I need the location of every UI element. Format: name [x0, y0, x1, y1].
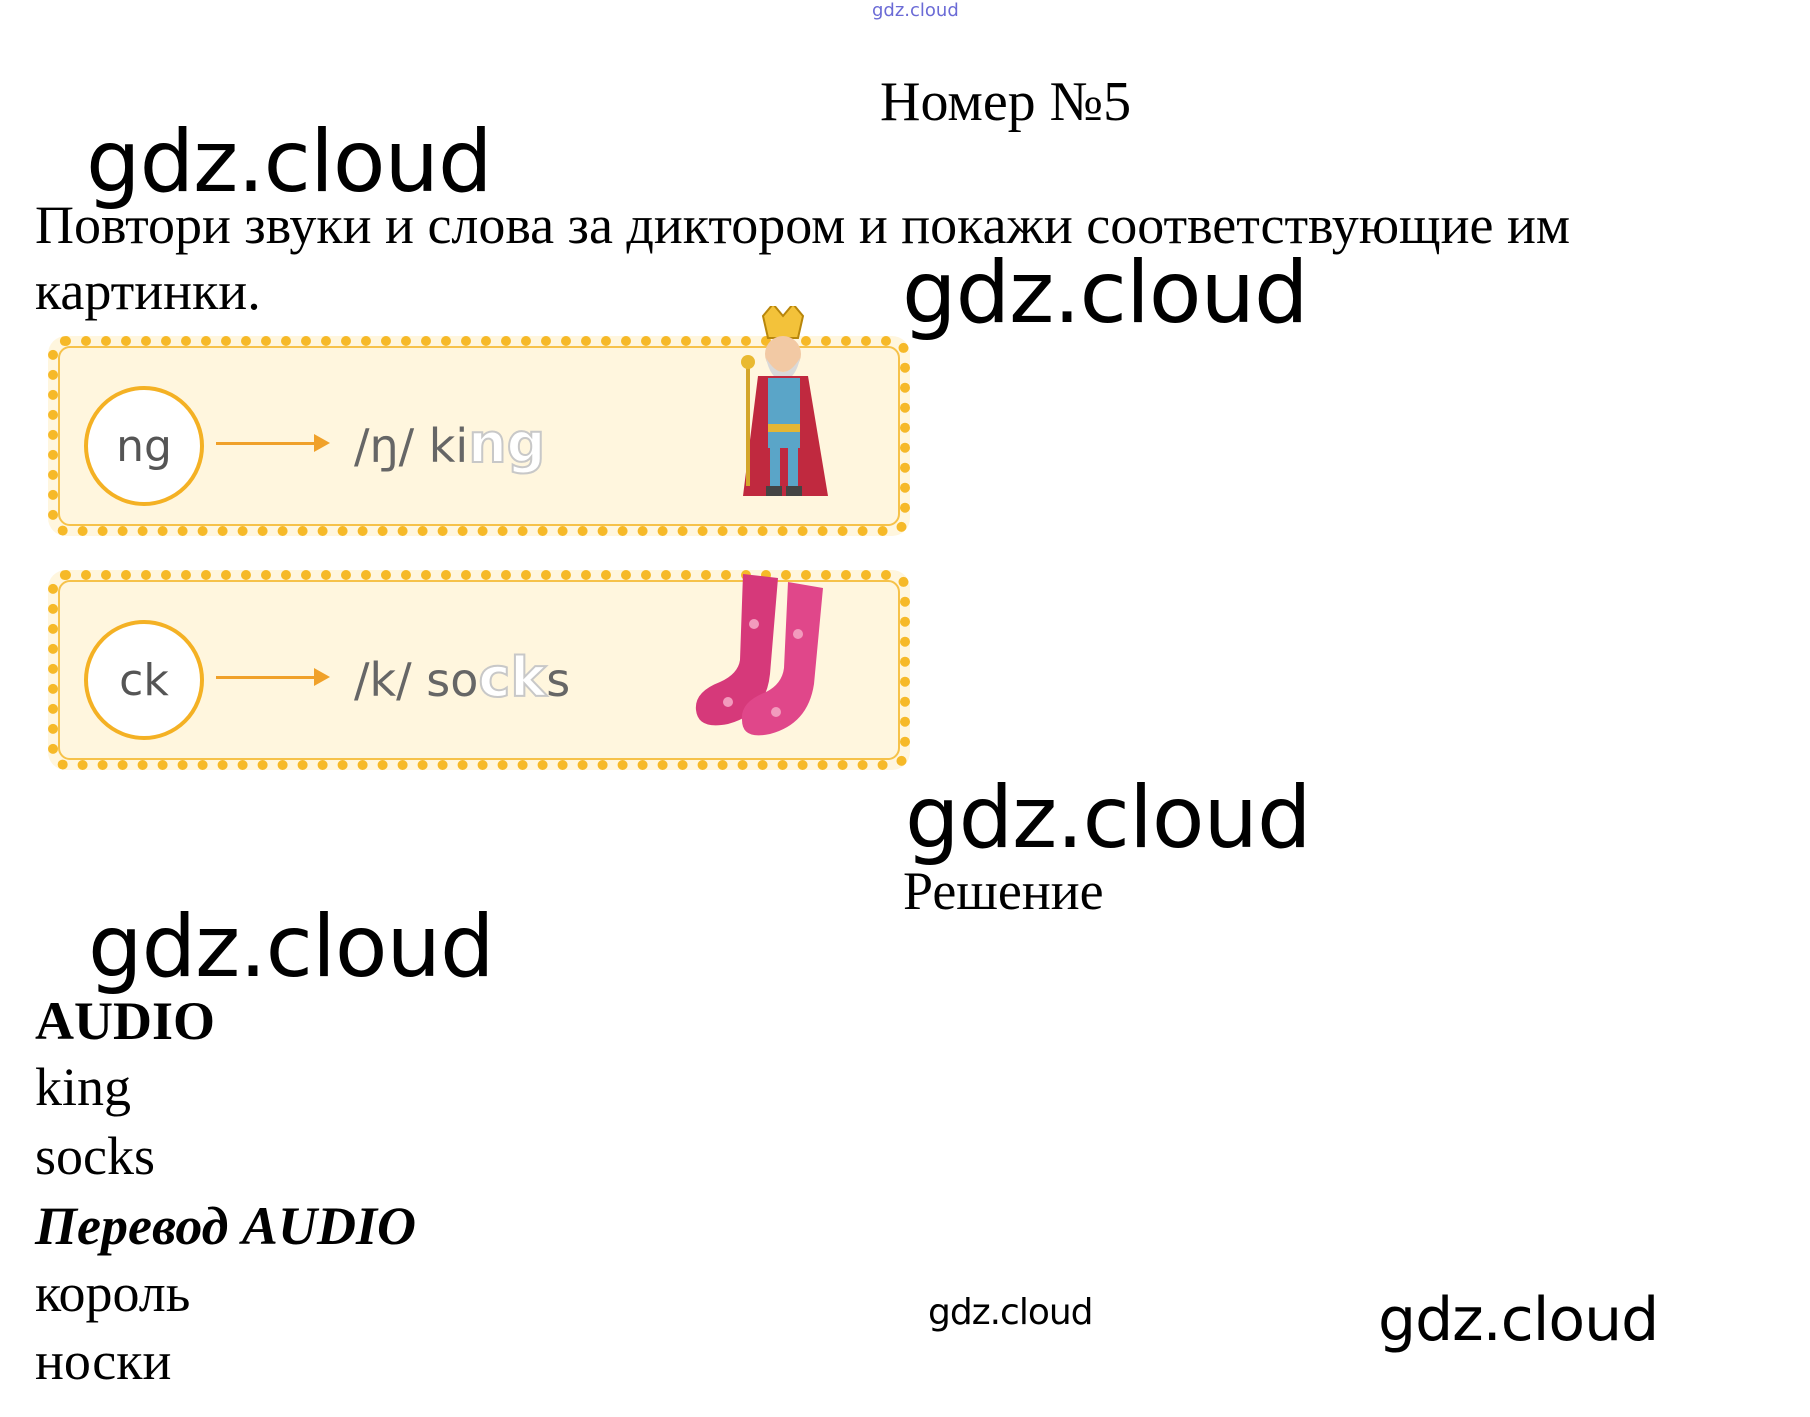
audio-word: socks	[35, 1126, 155, 1186]
arrow-icon	[216, 434, 330, 452]
sound-circle: ng	[84, 386, 204, 506]
sound-circle: ck	[84, 620, 204, 740]
phonics-card-ng: ng /ŋ/ king	[48, 306, 910, 536]
translation-word: носки	[35, 1331, 172, 1391]
word-start: ki	[428, 419, 469, 473]
watermark: gdz.cloud	[1378, 1285, 1659, 1355]
phonics-word: /ŋ/ king	[354, 411, 546, 476]
card-border	[58, 580, 900, 760]
word-end: s	[546, 653, 571, 707]
watermark: gdz.cloud	[905, 768, 1312, 868]
word-start: so	[426, 653, 479, 707]
page-title: Номер №5	[880, 71, 1132, 133]
card-border	[58, 346, 900, 526]
transcription: /ŋ/	[354, 419, 415, 473]
translation-word: король	[35, 1263, 191, 1323]
audio-word: king	[35, 1057, 132, 1117]
audio-heading: AUDIO	[35, 991, 216, 1051]
task-text: Повтори звуки и слова за диктором и пока…	[35, 195, 1571, 321]
transcription: /k/	[354, 653, 412, 707]
word-highlight: ck	[477, 645, 547, 710]
solution-label: Решение	[903, 861, 1104, 921]
phonics-card-ck: ck /k/ socks	[48, 570, 910, 770]
word-highlight: ng	[467, 411, 546, 476]
site-label-top[interactable]: gdz.cloud	[872, 0, 959, 21]
watermark: gdz.cloud	[88, 897, 495, 997]
watermark: gdz.cloud	[902, 243, 1309, 343]
translation-heading: Перевод AUDIO	[35, 1196, 416, 1256]
watermark: gdz.cloud	[86, 112, 493, 212]
arrow-icon	[216, 668, 330, 686]
phonics-word: /k/ socks	[354, 645, 571, 710]
watermark: gdz.cloud	[928, 1292, 1094, 1333]
king-illustration	[741, 306, 828, 496]
socks-illustration	[695, 574, 823, 736]
